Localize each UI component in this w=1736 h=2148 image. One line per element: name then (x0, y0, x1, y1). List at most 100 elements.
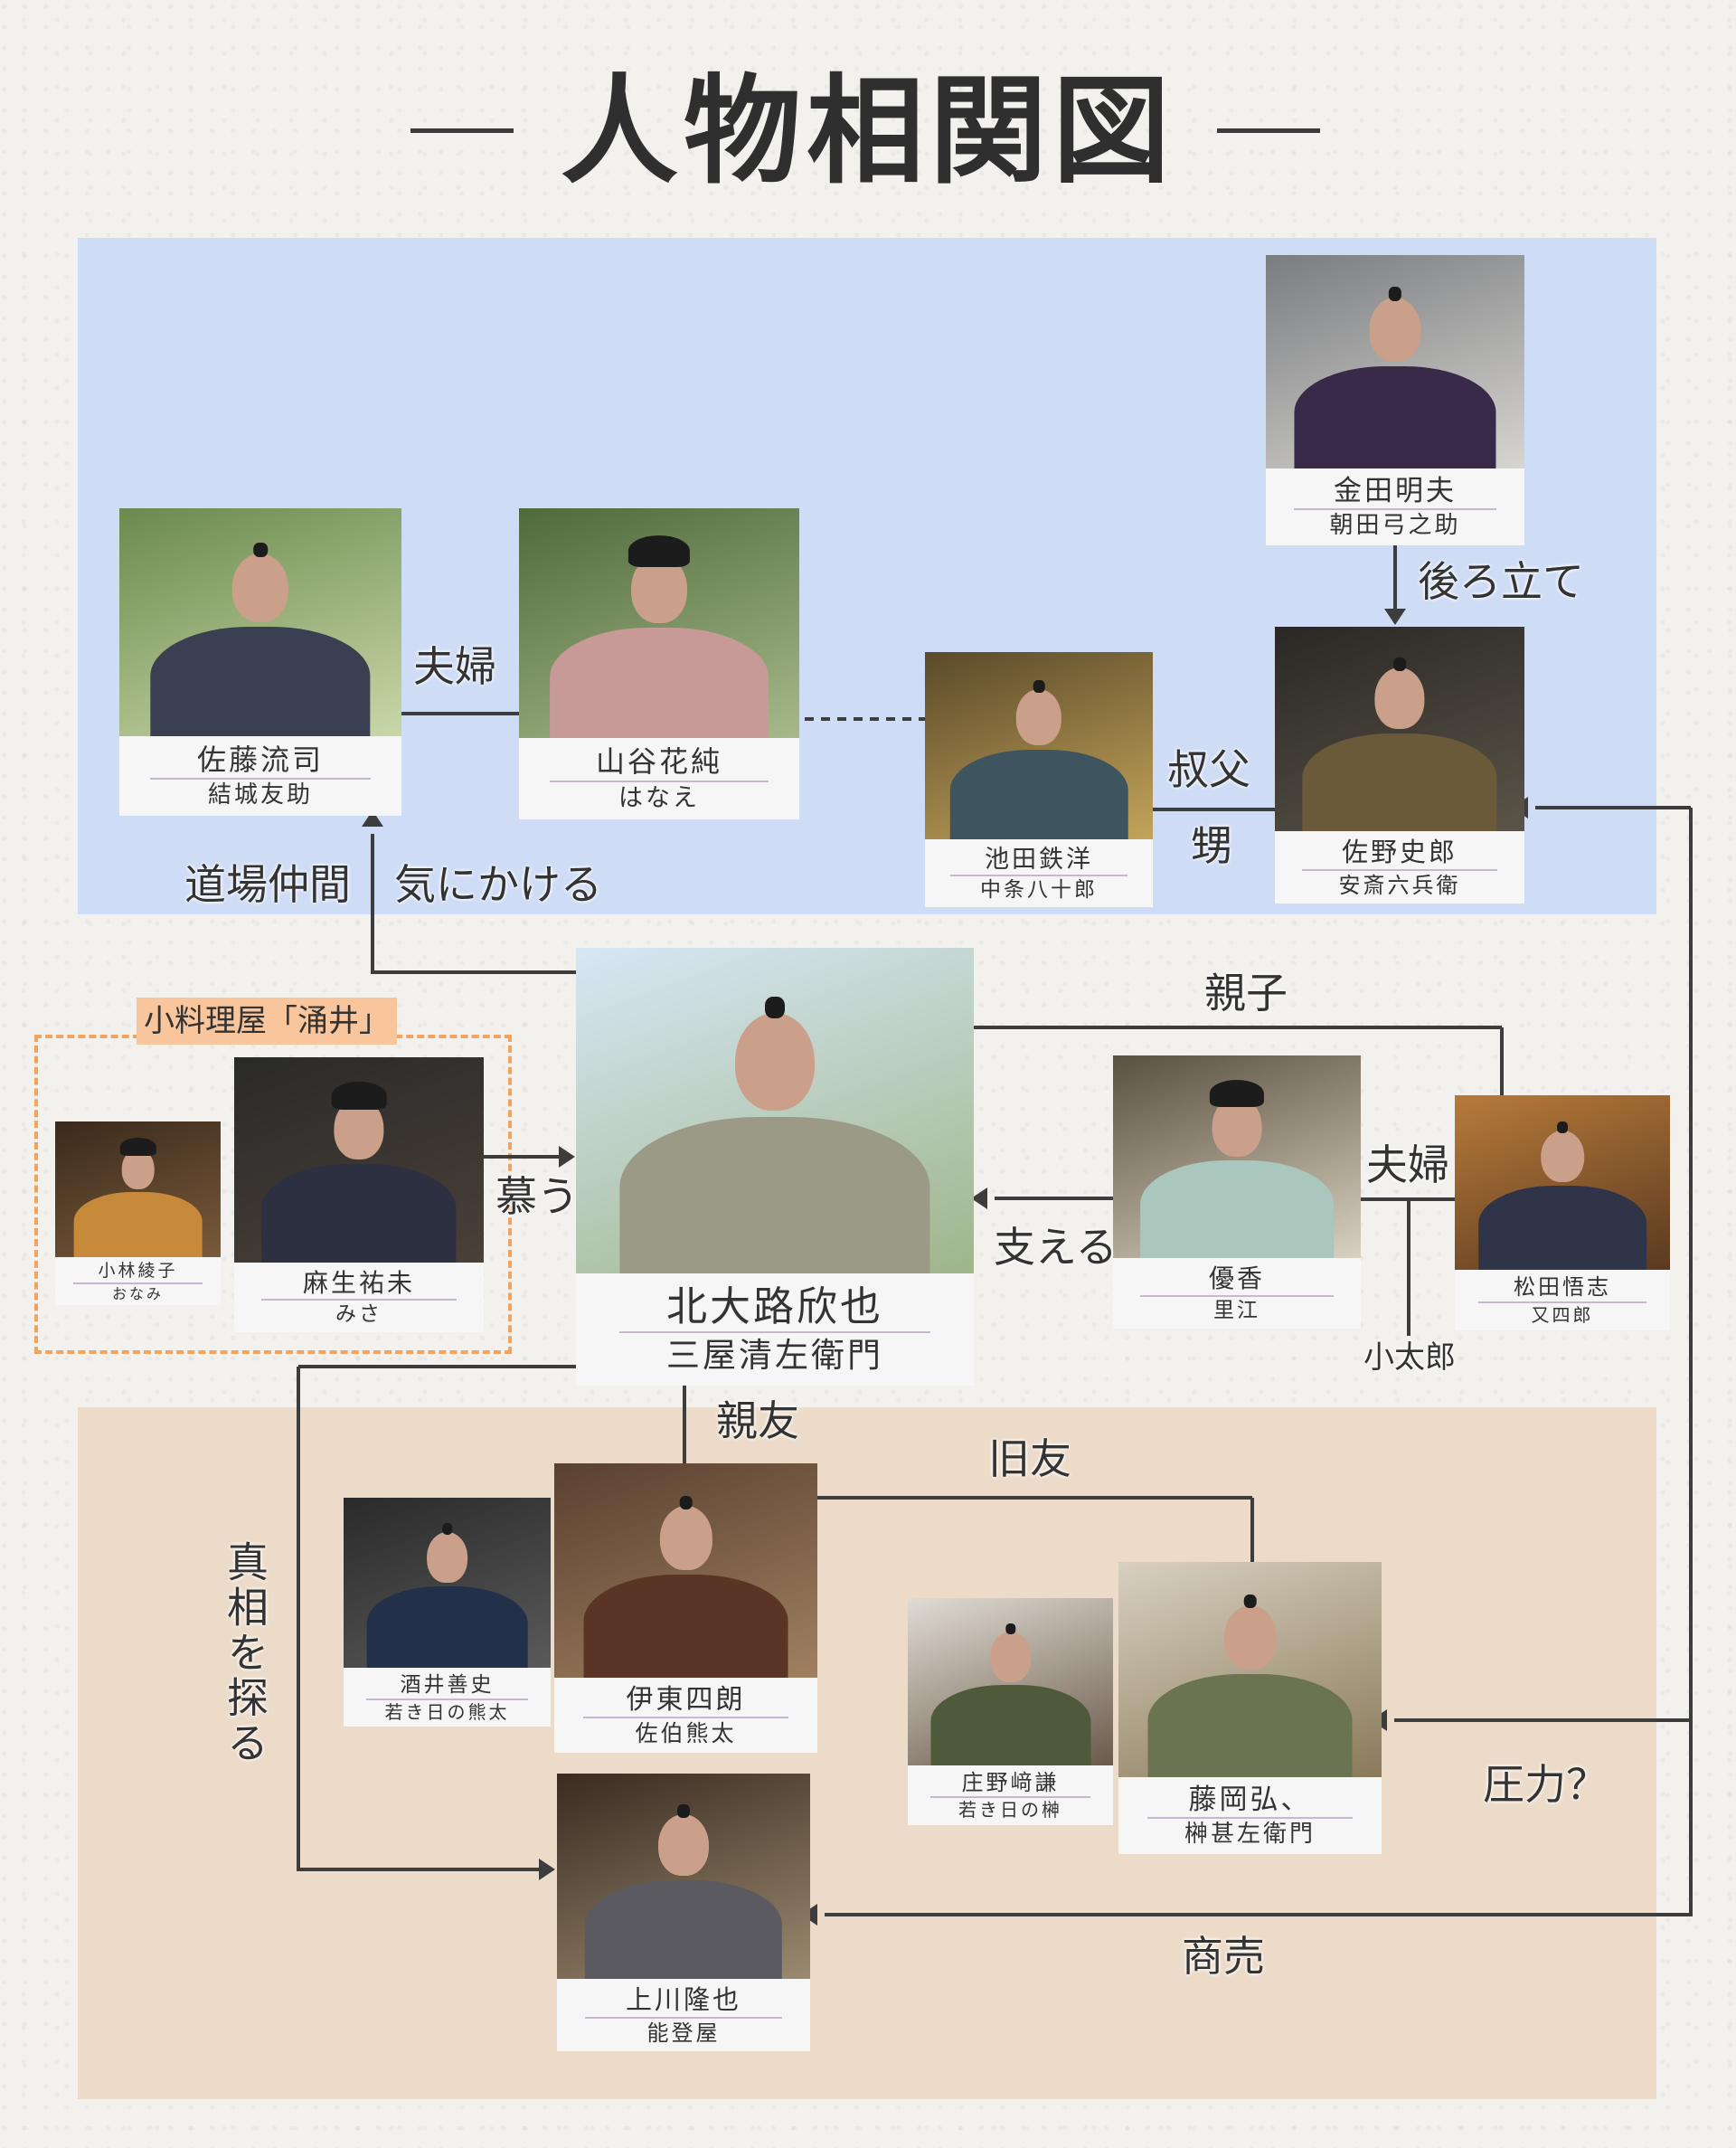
character-card-shonozaki[interactable]: 庄野﨑謙 若き日の榊 (908, 1598, 1113, 1825)
actor-name: 池田鉄洋 (985, 846, 1093, 874)
relation-admire: 慕う (495, 1172, 579, 1221)
role-name: 又四郎 (1531, 1303, 1594, 1326)
actor-name: 山谷花純 (595, 744, 722, 780)
character-photo (344, 1498, 551, 1668)
character-card-matsuda[interactable]: 松田悟志 又四郎 (1455, 1095, 1670, 1330)
line-business (825, 1913, 1691, 1916)
title-dash-left (410, 128, 514, 133)
line-backer (1393, 545, 1397, 620)
character-photo (908, 1598, 1113, 1765)
character-card-ikeda[interactable]: 池田鉄洋 中条八十郎 (925, 652, 1153, 907)
name-divider (949, 875, 1128, 876)
character-card-sano[interactable]: 佐野史郎 安斎六兵衛 (1275, 627, 1524, 904)
relation-nephew: 甥 (1191, 821, 1232, 870)
character-card-kobayashi[interactable]: 小林綾子 おなみ (55, 1121, 221, 1305)
name-divider (584, 2016, 783, 2019)
character-photo (1275, 627, 1524, 831)
role-name: はなえ (618, 783, 700, 812)
actor-name: 小林綾子 (98, 1261, 178, 1282)
character-card-kamikawa[interactable]: 上川隆也 能登屋 (557, 1774, 810, 2051)
actor-name: 優香 (1208, 1263, 1265, 1294)
line-parent-child-v (1500, 1027, 1504, 1097)
relation-parent-child: 親子 (1204, 969, 1288, 1017)
line-right-top (1535, 806, 1691, 809)
relation-support: 支える (994, 1223, 1118, 1272)
relation-investigate: 真相を探る (221, 1540, 269, 1766)
character-card-kitaoji[interactable]: 北大路欣也 三屋清左衛門 (576, 948, 974, 1386)
line-parent-child-h (974, 1026, 1502, 1029)
role-name: 安斎六兵衛 (1338, 872, 1461, 898)
character-card-sato[interactable]: 佐藤流司 結城友助 (119, 508, 401, 816)
line-kotaro (1407, 1199, 1410, 1336)
character-photo (576, 948, 974, 1273)
role-name: 結城友助 (207, 781, 313, 809)
shop-group-label: 小料理屋「涌井」 (137, 998, 397, 1045)
relation-backer: 後ろ立て (1418, 557, 1584, 606)
character-photo (1118, 1562, 1382, 1777)
character-card-aso[interactable]: 麻生祐未 みさ (234, 1057, 484, 1332)
actor-name: 上川隆也 (625, 1984, 741, 2016)
name-divider (1140, 1294, 1334, 1297)
actor-name: 北大路欣也 (665, 1282, 883, 1330)
title-dash-right (1217, 128, 1320, 133)
character-photo (234, 1057, 484, 1263)
friends-group-zone (78, 1407, 1656, 2099)
actor-name: 酒井善史 (400, 1673, 495, 1698)
line-dojo-v (371, 834, 374, 974)
name-divider (1147, 1817, 1353, 1820)
character-card-yuka[interactable]: 優香 里江 (1113, 1055, 1361, 1329)
name-divider (73, 1282, 203, 1284)
role-name: 能登屋 (646, 2020, 721, 2046)
relation-couple-right: 夫婦 (1366, 1140, 1449, 1189)
actor-name: 麻生祐未 (302, 1268, 415, 1299)
role-name: おなみ (111, 1284, 164, 1302)
arrow-to-kamikawa-arrowhead-icon (539, 1859, 555, 1880)
arrow-support-kitaoji-arrowhead-icon (971, 1188, 987, 1209)
relation-care: 気にかける (394, 860, 602, 909)
role-name: みさ (335, 1302, 382, 1327)
character-card-ito[interactable]: 伊東四朗 佐伯熊太 (554, 1463, 817, 1753)
relation-couple-top: 夫婦 (413, 642, 496, 691)
character-card-sakai[interactable]: 酒井善史 若き日の熊太 (344, 1498, 551, 1727)
role-name: 佐伯熊太 (635, 1720, 737, 1747)
character-card-kaneda[interactable]: 金田明夫 朝田弓之助 (1266, 255, 1524, 545)
actor-name: 庄野﨑謙 (961, 1770, 1060, 1796)
relation-pressure: 圧力？ (1483, 1760, 1608, 1809)
actor-name: 松田悟志 (1514, 1274, 1611, 1301)
relation-uncle: 叔父 (1167, 745, 1250, 794)
line-dojo-h (373, 970, 576, 974)
role-name: 若き日の榊 (958, 1799, 1062, 1822)
line-support (995, 1197, 1113, 1200)
relation-old-friend: 旧友 (988, 1434, 1071, 1483)
actor-name: 藤岡弘、 (1188, 1783, 1312, 1816)
line-old-friend-h (817, 1496, 1252, 1500)
character-card-fujioka[interactable]: 藤岡弘、 榊甚左衛門 (1118, 1562, 1382, 1854)
line-couple-top (401, 712, 519, 715)
character-card-yamaya[interactable]: 山谷花純 はなえ (519, 508, 799, 819)
actor-name: 佐野史郎 (1341, 837, 1458, 868)
line-uncle-nephew (1153, 808, 1275, 811)
character-photo (119, 508, 401, 736)
actor-name: 佐藤流司 (196, 743, 324, 778)
line-best-friend (683, 1386, 686, 1465)
name-divider (550, 780, 769, 782)
name-divider (1302, 868, 1497, 871)
character-photo (1266, 255, 1524, 468)
character-photo (925, 652, 1153, 839)
name-divider (150, 777, 371, 780)
relation-best-friend: 親友 (716, 1396, 799, 1445)
name-divider (1478, 1301, 1646, 1303)
line-admire (484, 1155, 568, 1159)
name-divider (583, 1717, 788, 1719)
arrow-to-sano-arrowhead-icon (1384, 609, 1406, 625)
role-name: 若き日の熊太 (384, 1700, 510, 1723)
name-divider (366, 1698, 528, 1700)
character-photo (519, 508, 799, 738)
character-photo (557, 1774, 810, 1979)
line-dashed-ikeda-yamaya (805, 717, 925, 721)
name-divider (1294, 508, 1496, 511)
character-photo (1455, 1095, 1670, 1270)
line-right-v (1689, 808, 1693, 1916)
character-photo (1113, 1055, 1361, 1258)
character-photo (554, 1463, 817, 1678)
